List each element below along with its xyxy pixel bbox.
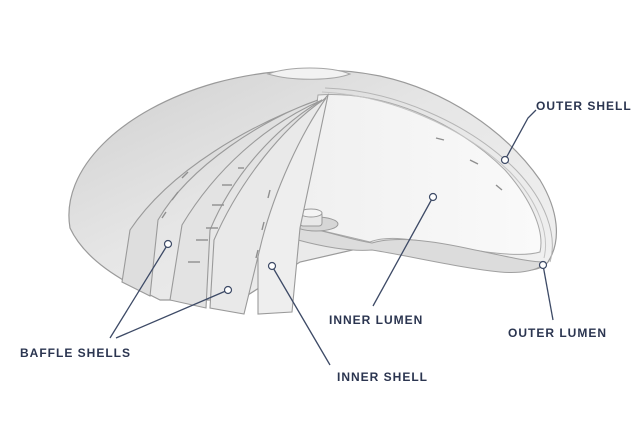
- label-inner-lumen: INNER LUMEN: [329, 313, 423, 327]
- baffle-shell-panel: [121, 99, 319, 297]
- baffle-seams: [161, 137, 503, 263]
- leader-dots: [163, 155, 548, 295]
- label-baffle-shells: BAFFLE SHELLS: [20, 346, 131, 360]
- label-outer-shell: OUTER SHELL: [536, 99, 632, 113]
- baffle-shell-panel: [209, 97, 327, 315]
- outer-lumen-cavity: [299, 93, 542, 255]
- baffle-shell-panel: [169, 99, 323, 309]
- label-outer-lumen: OUTER LUMEN: [508, 326, 607, 340]
- top-crest: [266, 67, 352, 80]
- leader-lines: [109, 109, 554, 366]
- outer-shell-layer: [321, 91, 546, 259]
- label-inner-shell: INNER SHELL: [337, 370, 428, 384]
